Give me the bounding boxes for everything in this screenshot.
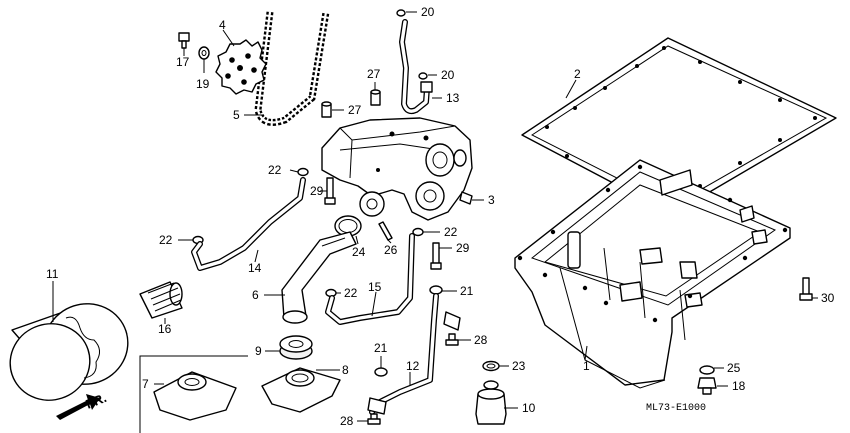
oil-strainer-pipe: [281, 231, 357, 324]
callout-30: 30: [821, 291, 835, 305]
callout-5: 5: [233, 108, 240, 122]
bolt-28a: [445, 333, 459, 346]
drain-bolt-18: [697, 377, 717, 395]
strainer-seal-9: [279, 335, 313, 360]
callout-15: 15: [368, 280, 382, 294]
callout-28: 28: [340, 414, 354, 428]
callout-28: 28: [474, 333, 488, 347]
callout-26: 26: [384, 243, 398, 257]
callout-13: 13: [446, 91, 460, 105]
callout-21: 21: [374, 341, 388, 355]
cam-chain: [254, 11, 330, 126]
washer-25: [699, 365, 715, 375]
bolt-17: [178, 32, 190, 49]
callout-8: 8: [342, 363, 349, 377]
callout-3: 3: [488, 193, 495, 207]
o-ring-20-lower: [418, 72, 428, 80]
oil-pump-assembly: [321, 117, 473, 221]
callout-6: 6: [252, 288, 259, 302]
oil-pump-sprocket: [215, 39, 267, 95]
callout-23: 23: [512, 359, 526, 373]
washer-21b: [374, 367, 388, 377]
bolt-29b: [430, 242, 442, 270]
o-ring-20-top: [396, 9, 406, 17]
washer-23: [482, 360, 500, 372]
callout-4: 4: [219, 18, 226, 32]
spring-pin-26: [378, 221, 393, 241]
callout-20: 20: [441, 68, 455, 82]
oil-strainer-8: [261, 367, 341, 413]
callout-20: 20: [421, 5, 435, 19]
oil-pipe-12: [367, 293, 461, 415]
bolt-30: [799, 277, 813, 301]
callout-29: 29: [456, 241, 470, 255]
callout-14: 14: [248, 261, 262, 275]
callout-labels: 20 4 17 19 27 20 13 27 5 2 22 29 3 22 24…: [46, 5, 835, 428]
oil-filter: [9, 303, 129, 401]
leader-lines: [52, 11, 818, 422]
dowel-pin-27b: [321, 101, 332, 118]
callout-29: 29: [310, 184, 324, 198]
bolt-29a: [324, 177, 336, 205]
front-direction-arrow: [56, 394, 100, 420]
inset-box: [139, 355, 248, 433]
callout-7: 7: [142, 377, 149, 391]
bolt-28b: [367, 413, 381, 425]
callout-1: 1: [583, 359, 590, 373]
filter-nipple-16: [139, 281, 183, 319]
oil-pan: [514, 159, 791, 389]
callout-16: 16: [158, 322, 172, 336]
washer-19: [198, 46, 210, 60]
oil-pressure-switch: [475, 380, 507, 425]
callout-22: 22: [444, 225, 458, 239]
oil-pipe-13: [399, 19, 433, 115]
callout-27: 27: [348, 103, 362, 117]
oil-pipe-15: [325, 233, 415, 325]
callout-9: 9: [255, 344, 262, 358]
callout-18: 18: [732, 379, 746, 393]
callout-12: 12: [406, 359, 420, 373]
callout-11: 11: [46, 267, 59, 281]
callout-27: 27: [367, 67, 381, 81]
callout-24: 24: [352, 245, 366, 259]
washer-21a: [429, 285, 443, 295]
callout-21: 21: [460, 284, 474, 298]
callout-25: 25: [727, 361, 741, 375]
callout-22: 22: [268, 163, 282, 177]
callout-2: 2: [574, 67, 581, 81]
figure-code: ML73-E1000: [646, 403, 706, 414]
oil-pipe-14: [191, 177, 306, 271]
callout-10: 10: [522, 401, 536, 415]
callout-22: 22: [344, 286, 358, 300]
callout-19: 19: [196, 77, 210, 91]
oil-strainer-7: [153, 371, 237, 421]
dowel-pin-27a: [370, 89, 381, 106]
callout-17: 17: [176, 55, 190, 69]
washer-22a: [297, 167, 309, 177]
direction-label: FR.: [84, 390, 109, 412]
callout-22: 22: [159, 233, 173, 247]
